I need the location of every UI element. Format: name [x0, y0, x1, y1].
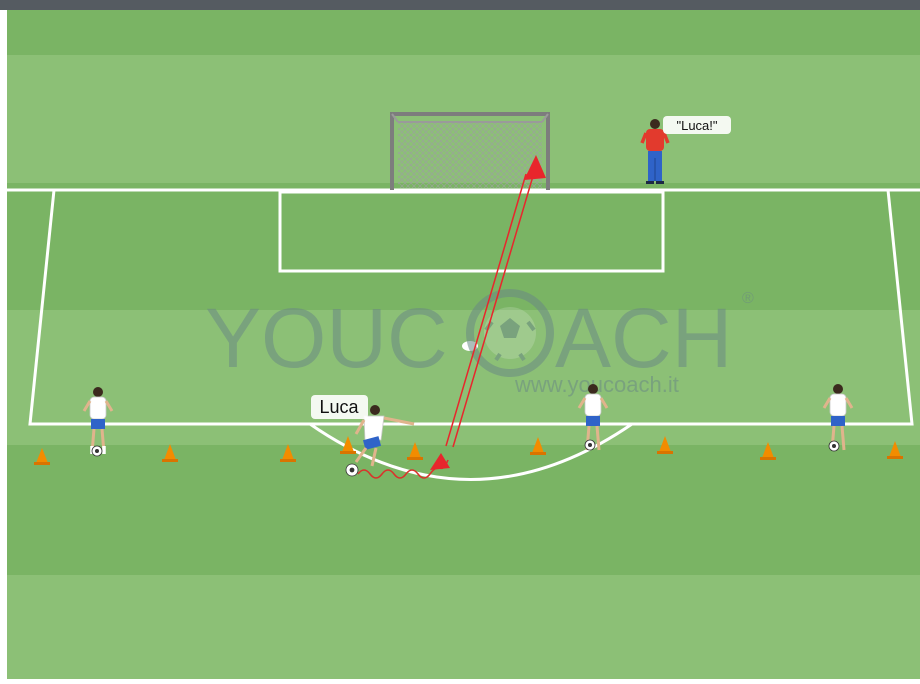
soccer-ball-icon — [829, 441, 839, 451]
player-name-label: Luca — [319, 397, 359, 417]
soccer-ball-icon — [346, 464, 358, 476]
top-bar — [0, 0, 920, 10]
player-name-bubble: Luca — [311, 395, 368, 419]
watermark-brand-right: ACH — [555, 291, 732, 385]
coach-call-bubble: "Luca!" — [663, 116, 731, 134]
coach-call-label: "Luca!" — [676, 118, 717, 133]
watermark-brand-left: YOUC — [205, 291, 448, 385]
soccer-ball-icon — [585, 440, 595, 450]
soccer-ball-icon — [92, 446, 102, 456]
watermark-registered: ® — [742, 290, 754, 307]
watermark-url: www.youcoach.it — [514, 372, 679, 397]
